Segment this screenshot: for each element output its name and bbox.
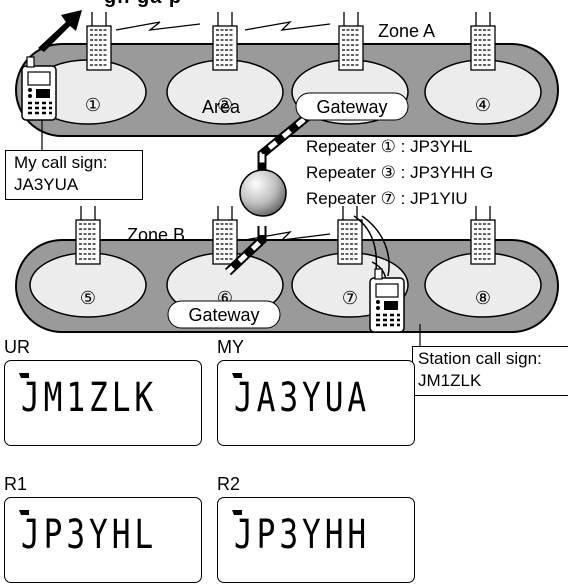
- repeater-number-5: ⑤: [80, 288, 96, 309]
- lcd-indicator-icon: [19, 373, 29, 378]
- lcd-indicator-icon: [232, 373, 242, 378]
- repeater-tower-8: [470, 205, 496, 265]
- gateway-b-label: Gateway: [188, 305, 259, 325]
- repeater-tower-5: [75, 205, 101, 265]
- lcd-value-r2: JP3YHH G: [234, 512, 371, 558]
- repeater-tower-3: [338, 11, 364, 71]
- repeater-number-7: ⑦: [342, 288, 358, 309]
- lcd-indicator-icon: [232, 510, 242, 515]
- repeater-number-8: ⑧: [475, 288, 491, 309]
- transmit-arrow-icon: [38, 10, 82, 52]
- internet-globe-icon: [239, 169, 287, 217]
- my-radio-icon: [20, 55, 58, 122]
- display-label-r2: R2: [217, 474, 241, 494]
- lcd-value-my: JA3YUA: [234, 375, 371, 421]
- display-label-my: MY: [217, 337, 244, 357]
- zone-b-label: Zone B: [127, 225, 186, 245]
- area-label: Area: [202, 97, 241, 117]
- repeater-tower-2: [212, 11, 238, 71]
- repeater-number-4: ④: [475, 95, 491, 116]
- zone-a-label: Zone A: [378, 21, 436, 41]
- lcd-value-ur: JM1ZLK: [21, 375, 158, 421]
- repeater-tower-7: [337, 205, 363, 265]
- gateway-a-pill: [295, 92, 409, 121]
- repeater-list-item: Repeater ⑦ : JP1YIU: [306, 189, 468, 208]
- display-label-r1: R1: [4, 474, 28, 494]
- lcd-display-my: JA3YUA: [217, 360, 415, 446]
- my-call-sign-value: JA3YUA: [14, 175, 79, 194]
- repeater-tower-1: [86, 11, 112, 71]
- station-call-sign-title: Station call sign:: [418, 349, 542, 368]
- lcd-display-ur: JM1ZLK: [4, 360, 202, 446]
- diagram-title: gh ga p: [104, 0, 182, 9]
- display-label-ur: UR: [4, 337, 30, 357]
- station-call-sign-value: JM1ZLK: [418, 371, 482, 390]
- gateway-a-label: Gateway: [316, 97, 387, 117]
- lcd-indicator-icon: [19, 510, 29, 515]
- radio-links: [115, 20, 331, 241]
- repeater-list-item: Repeater ① : JP3YHL: [306, 137, 473, 156]
- lcd-display-r1: JP3YHL: [4, 497, 202, 583]
- lcd-value-r1: JP3YHL: [21, 512, 158, 558]
- station-call-sign-box: Station call sign: JM1ZLK: [412, 346, 568, 396]
- repeater-number-2: ②: [217, 95, 233, 116]
- my-call-sign-title: My call sign:: [14, 153, 108, 172]
- repeater-number-1: ①: [85, 95, 101, 116]
- repeater-list-item: Repeater ③ : JP3YHH G: [306, 163, 494, 182]
- repeater-tower-6: [212, 205, 238, 265]
- station-radio-icon: [368, 267, 406, 334]
- repeater-tower-4: [470, 11, 496, 71]
- gateway-b-pill: [167, 300, 281, 329]
- lcd-display-r2: JP3YHH G: [217, 497, 415, 583]
- my-call-sign-box: My call sign: JA3YUA: [5, 150, 143, 200]
